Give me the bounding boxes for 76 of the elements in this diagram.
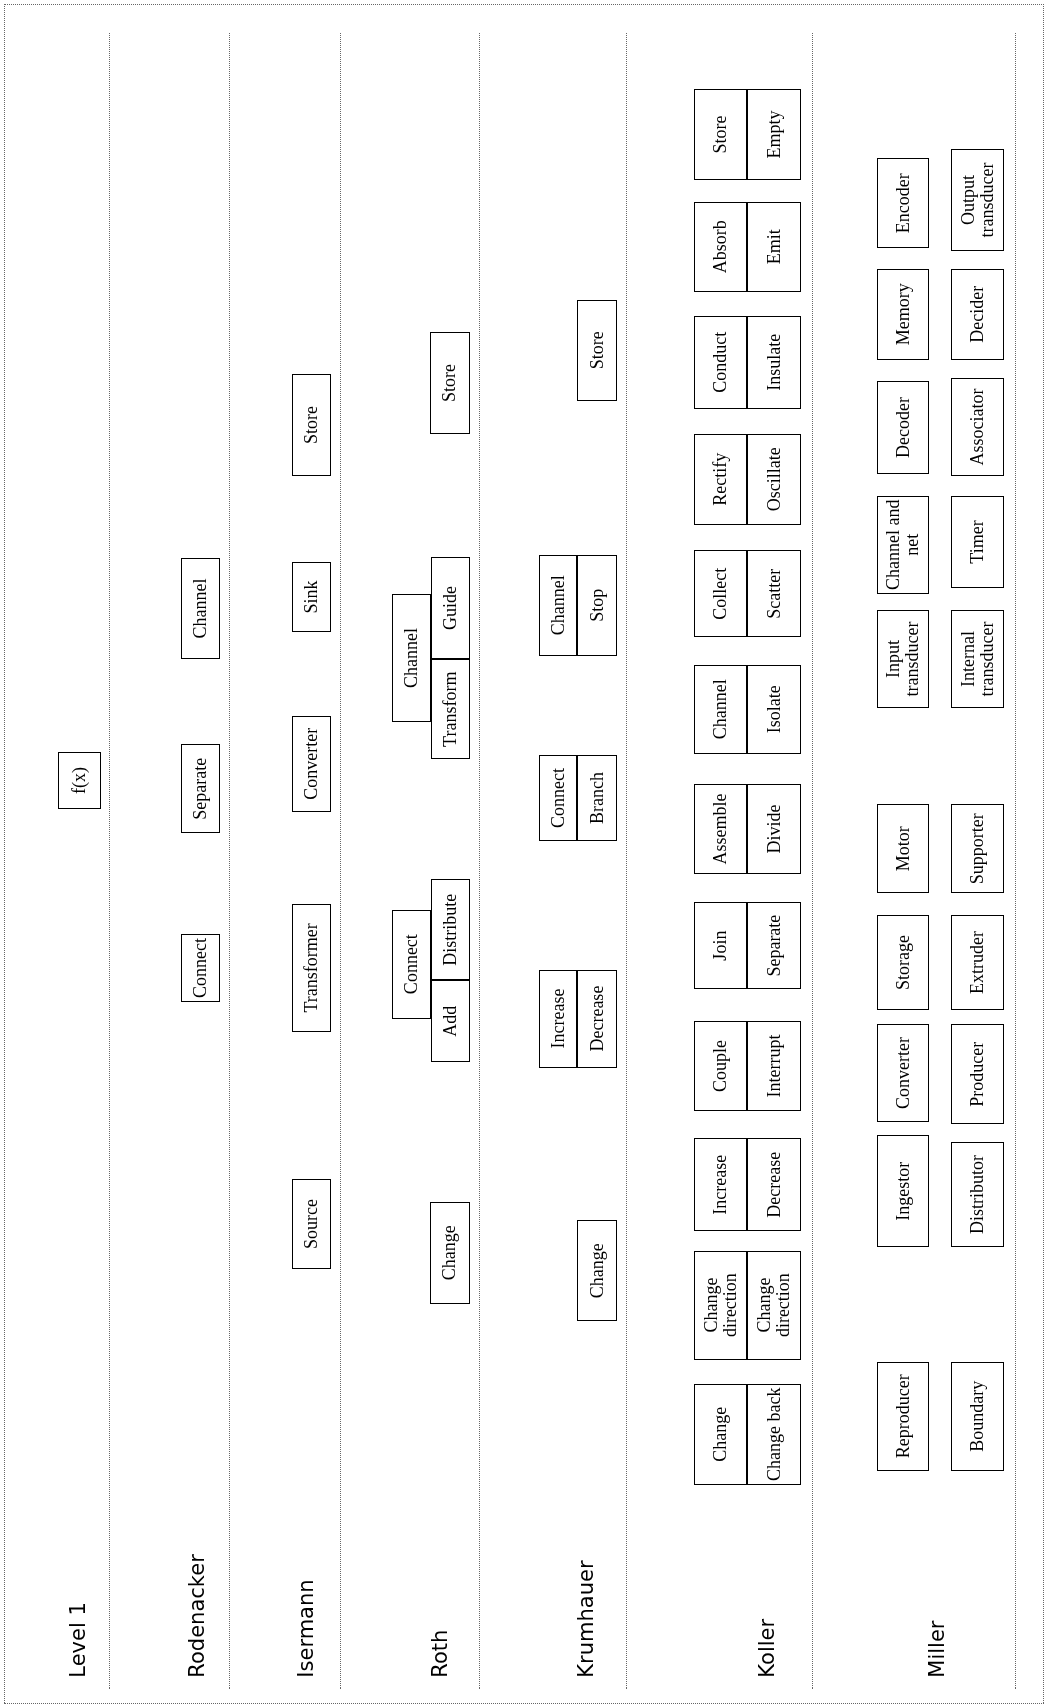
function-box: Reproducer <box>876 1361 930 1471</box>
function-box: Change <box>693 1383 748 1485</box>
function-box: Couple <box>693 1020 748 1112</box>
row-label: Koller <box>755 1618 780 1678</box>
function-box: Ingestor <box>876 1135 930 1248</box>
row-label: Miller <box>925 1620 950 1678</box>
function-box: Internal transducer <box>951 610 1005 709</box>
function-box: Guide <box>431 556 470 660</box>
function-box: Change direction <box>693 1250 748 1360</box>
function-box: Distributor <box>951 1141 1005 1248</box>
function-box: Boundary <box>951 1361 1005 1471</box>
function-box: Producer <box>951 1024 1005 1125</box>
row-label: Rodenacker <box>185 1554 210 1678</box>
row-label: Roth <box>428 1629 453 1678</box>
function-box: Channel and net <box>876 495 930 594</box>
function-box: Change <box>430 1201 470 1304</box>
function-box: Distribute <box>431 879 470 981</box>
function-box: Associator <box>951 378 1005 477</box>
function-box: Add <box>431 980 470 1063</box>
function-box: Encoder <box>876 158 930 249</box>
function-box: Timer <box>951 495 1005 589</box>
function-box: Connect <box>539 754 578 841</box>
row-label: Level 1 <box>65 1602 90 1678</box>
function-box: Source <box>291 1178 332 1270</box>
function-box: Store <box>430 332 470 434</box>
function-box: Increase <box>539 969 578 1068</box>
function-box: Empty <box>747 89 801 180</box>
function-box: Scatter <box>747 550 801 638</box>
function-box: Join <box>693 902 748 990</box>
function-box: Rectify <box>693 433 748 526</box>
function-box: Store <box>577 299 617 401</box>
function-box: Separate <box>747 902 801 990</box>
row-label: Krumhauer <box>574 1560 599 1678</box>
function-box: Input transducer <box>876 610 930 709</box>
function-box: Insulate <box>747 315 801 409</box>
function-box: Converter <box>876 1024 930 1123</box>
function-box: Extruder <box>951 915 1005 1010</box>
function-box: Store <box>291 373 332 477</box>
function-box: Collect <box>693 550 748 638</box>
function-box: Converter <box>291 715 332 812</box>
function-box: Supporter <box>951 804 1005 894</box>
function-box: Change direction <box>747 1250 801 1360</box>
function-box: Absorb <box>693 201 748 292</box>
function-box: Emit <box>747 201 801 292</box>
function-box: Isolate <box>747 664 801 754</box>
function-box: Increase <box>693 1138 748 1232</box>
function-box: Channel <box>693 664 748 754</box>
function-box: Divide <box>747 784 801 874</box>
function-box: Decrease <box>577 969 617 1068</box>
function-box: Stop <box>577 554 617 656</box>
function-box: Change back <box>747 1383 801 1485</box>
function-box: Decrease <box>747 1138 801 1232</box>
function-box: Output transducer <box>951 149 1005 251</box>
function-box: Branch <box>577 754 617 841</box>
function-box: Channel <box>539 554 578 656</box>
function-box: Transform <box>431 659 470 760</box>
function-box: Sink <box>291 562 332 632</box>
function-box: Channel <box>392 593 432 723</box>
function-box: Interrupt <box>747 1020 801 1112</box>
function-box: Separate <box>180 744 221 834</box>
function-box: Motor <box>876 804 930 894</box>
function-box: Decider <box>951 269 1005 360</box>
row-label: Isermann <box>294 1579 319 1678</box>
function-box: Channel <box>180 557 221 660</box>
function-box: Memory <box>876 269 930 360</box>
function-box: Oscillate <box>747 433 801 526</box>
function-box: Storage <box>876 915 930 1010</box>
function-box: Conduct <box>693 315 748 409</box>
function-box: Store <box>693 89 748 180</box>
function-box: Change <box>577 1220 617 1322</box>
function-box: Assemble <box>693 784 748 874</box>
function-box: f(x) <box>57 751 102 810</box>
function-box: Connect <box>392 909 432 1019</box>
function-box: Connect <box>180 933 221 1003</box>
function-box: Decoder <box>876 381 930 474</box>
function-box: Transformer <box>291 904 332 1032</box>
